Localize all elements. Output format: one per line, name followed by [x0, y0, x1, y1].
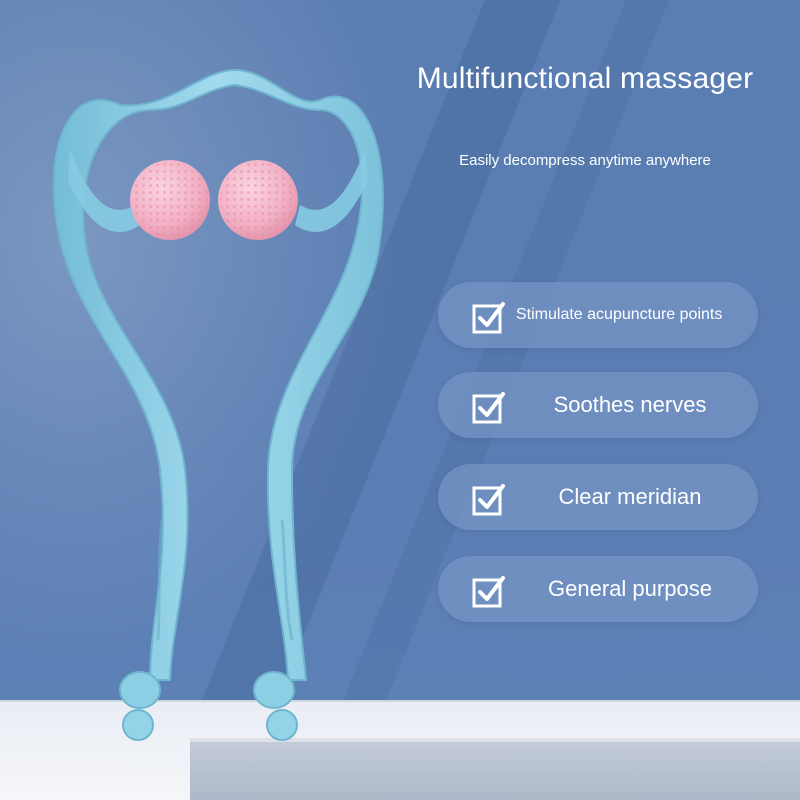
feature-label: General purpose — [548, 576, 712, 601]
checkbox-check-icon — [472, 484, 505, 516]
checkbox-check-icon — [472, 576, 505, 608]
floor-edge — [0, 700, 800, 702]
right-knob-upper — [253, 671, 295, 709]
feature-label: Stimulate acupuncture points — [516, 306, 723, 323]
feature-pill: Clear meridian — [438, 464, 758, 530]
checkbox-check-icon — [472, 392, 505, 424]
headline: Multifunctional massager — [416, 62, 754, 95]
feature-pill: Soothes nerves — [438, 372, 758, 438]
left-knob-upper — [119, 671, 161, 709]
feature-pill: Stimulate acupuncture points — [438, 282, 758, 348]
right-grip-groove — [280, 519, 294, 641]
massager-frame — [52, 68, 384, 681]
checkbox-check-icon — [472, 302, 505, 334]
left-arm — [68, 150, 140, 233]
feature-list: Stimulate acupuncture points Soothes ner… — [438, 282, 758, 648]
right-knob-lower — [266, 709, 298, 741]
feature-label: Clear meridian — [558, 484, 702, 509]
plinth-top — [190, 738, 800, 744]
subheadline: Easily decompress anytime anywhere — [459, 152, 711, 169]
left-knob-lower — [122, 709, 154, 741]
feature-pill: General purpose — [438, 556, 758, 622]
right-ball-texture — [220, 162, 296, 238]
right-arm — [295, 150, 368, 233]
left-grip-groove — [156, 519, 164, 641]
feature-label: Soothes nerves — [553, 392, 707, 417]
left-ball-texture — [132, 162, 208, 238]
plinth — [190, 742, 800, 800]
